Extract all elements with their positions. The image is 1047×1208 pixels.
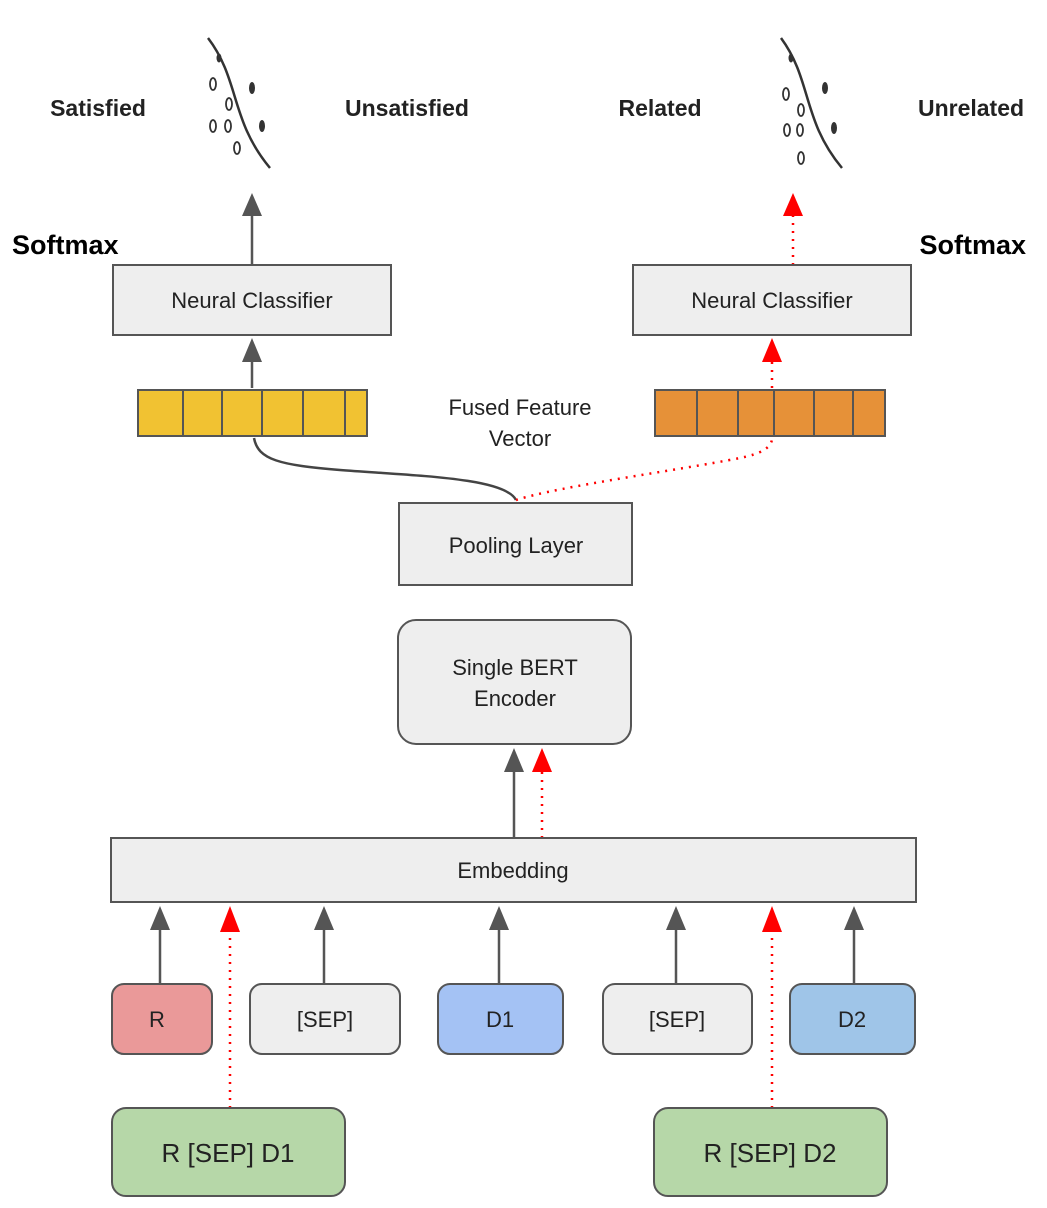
token-d1-label: D1 [486,1007,514,1032]
arrow-embedding-to-encoder-red [532,748,552,838]
arrow-pair1-to-embedding [220,906,240,1108]
token-d2-label: D2 [838,1007,866,1032]
input-pair-r-sep-d2: R [SEP] D2 [653,1107,888,1197]
arrow-left-classifier-to-output [242,193,262,265]
left-decision-boundary [207,37,271,169]
arrow-pair2-to-embedding [762,906,782,1108]
embedding-layer: Embedding [110,837,917,903]
fused-feature-label-line1: Fused Feature [448,395,591,420]
bert-encoder: Single BERT Encoder [397,619,632,745]
embedding-label: Embedding [457,858,568,883]
arrow-d1-to-embedding [489,906,509,984]
neural-classifier-right: Neural Classifier [632,264,912,336]
fused-feature-label-line2: Vector [489,426,551,451]
fused-feature-vector-left [137,389,368,437]
arrow-d2-to-embedding [844,906,864,984]
token-r-label: R [149,1007,165,1032]
input-pair-2-label: R [SEP] D2 [704,1138,837,1168]
arrow-sep2-to-embedding [666,906,686,984]
unrelated-label: Unrelated [918,95,1024,121]
neural-classifier-left-label: Neural Classifier [171,288,332,313]
token-sep-1-label: [SEP] [297,1007,353,1032]
arrow-sep1-to-embedding [314,906,334,984]
softmax-left-label: Softmax [12,230,119,260]
input-pair-r-sep-d1: R [SEP] D1 [111,1107,346,1197]
token-sep-2: [SEP] [602,983,753,1055]
unsatisfied-label: Unsatisfied [345,95,469,121]
arrow-embedding-to-encoder-gray [504,748,524,838]
neural-classifier-right-label: Neural Classifier [691,288,852,313]
satisfied-label: Satisfied [50,95,146,121]
pooling-layer: Pooling Layer [398,502,633,586]
token-sep-2-label: [SEP] [649,1007,705,1032]
token-d2: D2 [789,983,916,1055]
fused-feature-vector-right [654,389,886,437]
neural-classifier-left: Neural Classifier [112,264,392,336]
bert-encoder-label-line1: Single BERT [452,655,578,680]
connector-pooling-to-right-vector [515,437,774,502]
token-sep-1: [SEP] [249,983,401,1055]
arrow-right-vector-to-classifier [762,338,782,388]
input-pair-1-label: R [SEP] D1 [162,1138,295,1168]
token-r: R [111,983,213,1055]
pooling-layer-label: Pooling Layer [449,533,584,558]
related-label: Related [618,95,701,121]
arrow-left-vector-to-classifier [242,338,262,388]
arrow-r-to-embedding [150,906,170,984]
token-d1: D1 [437,983,564,1055]
right-decision-boundary [779,37,843,169]
softmax-right-label: Softmax [919,230,1026,260]
bert-encoder-label-line2: Encoder [474,686,556,711]
arrow-right-classifier-to-output [783,193,803,265]
connector-pooling-to-left-vector [252,437,518,501]
